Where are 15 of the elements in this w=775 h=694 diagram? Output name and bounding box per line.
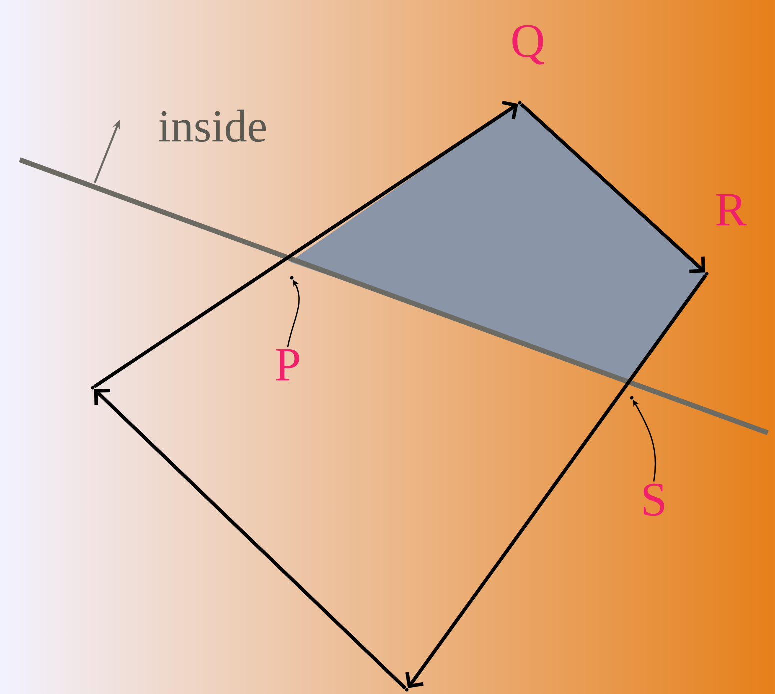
- polygon-edge: [94, 100, 518, 388]
- point-label: S: [644, 484, 664, 516]
- polygon-edge: [406, 274, 708, 688]
- vertex-label: R: [716, 194, 747, 226]
- vertex-point: [630, 396, 634, 400]
- vertex-point: [290, 276, 294, 280]
- text-label: inside: [159, 110, 266, 142]
- vertex-label: Q: [512, 25, 544, 65]
- polygon-edge: [520, 103, 706, 274]
- vertex-point: [405, 688, 409, 692]
- vertex-point: [705, 272, 709, 276]
- point-label: P: [276, 349, 300, 381]
- vertex-point: [91, 386, 95, 390]
- polygon-edge: [94, 389, 407, 690]
- vertex-point: [518, 101, 522, 105]
